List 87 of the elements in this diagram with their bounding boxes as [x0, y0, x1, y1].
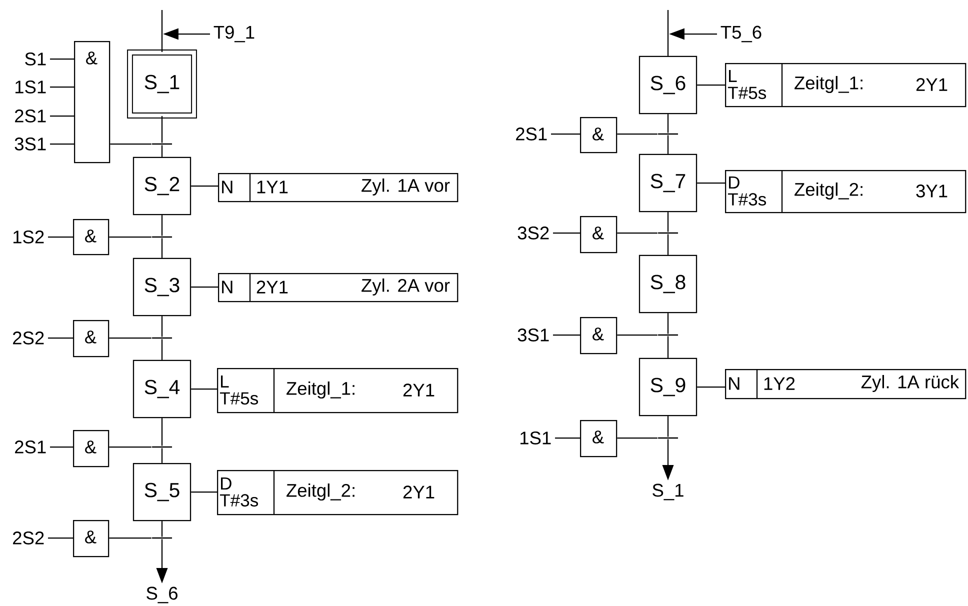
action-box: D T#3s Zeitgl_2: 2Y1 [217, 470, 458, 516]
signal-label: 2S1 [15, 110, 46, 122]
connector-line [667, 336, 669, 358]
action-box: L T#5s Zeitgl_1: 2Y1 [217, 368, 458, 414]
action-box: N 1Y1 Zyl. 1A vor [218, 173, 458, 202]
connector-line [697, 84, 725, 86]
and-gate: & [580, 420, 618, 458]
connector-line [191, 388, 217, 390]
step-box: S_7 [638, 154, 698, 212]
signal-label: 3S1 [518, 328, 549, 342]
connector-line [161, 238, 163, 258]
step-box: S_6 [638, 56, 698, 114]
step-box: S_9 [638, 358, 698, 416]
action-box: N 2Y1 Zyl. 2A vor [218, 273, 458, 302]
connector-line [109, 446, 152, 448]
step-box: S_5 [132, 462, 192, 522]
signal-label: 1S2 [14, 230, 44, 244]
signal-label: 3S1 [14, 138, 46, 150]
connector-line [555, 437, 580, 439]
connector-line [161, 418, 163, 446]
step-box: S_2 [132, 156, 192, 216]
signal-label: S1 [25, 52, 46, 66]
connector-line [191, 286, 218, 288]
initial-step-box: S_1 [127, 50, 197, 118]
connector-line [191, 185, 218, 187]
connector-line [667, 313, 669, 334]
action-box: D T#3s Zeitgl_2: 3Y1 [725, 170, 966, 214]
connector-line [161, 145, 163, 157]
connector-line [50, 115, 74, 117]
connector-line [109, 537, 152, 539]
step-reference: S_6 [146, 586, 178, 604]
and-gate: & [580, 216, 618, 254]
connector-line [161, 339, 163, 360]
connector-line [617, 437, 658, 439]
connector-line [553, 334, 580, 336]
signal-label: 2S2 [13, 332, 44, 344]
connector-line [667, 10, 669, 56]
connector-line [161, 316, 163, 337]
connector-line [161, 215, 163, 236]
step-box: S_4 [132, 360, 192, 418]
action-box: N 1Y2 Zyl. 1A rück [725, 369, 966, 400]
connector-line [617, 232, 658, 234]
and-gate: & [73, 520, 110, 558]
connector-line [191, 491, 217, 493]
signal-label: 2S1 [516, 128, 547, 140]
connector-line [697, 386, 725, 388]
connector-line [48, 236, 73, 238]
connector-line [667, 234, 669, 255]
connector-line [553, 232, 580, 234]
connector-line [50, 143, 74, 145]
transition-label: T5_6 [720, 26, 762, 42]
and-gate: & [73, 320, 110, 358]
connector-line [617, 334, 658, 336]
connector-line [551, 133, 580, 135]
connector-line [617, 133, 658, 135]
connector-line [667, 114, 669, 133]
signal-label: 3S2 [518, 226, 549, 240]
connector-line [50, 446, 73, 448]
and-gate: & [74, 41, 110, 164]
connector-line [48, 337, 73, 339]
signal-label: 2S2 [13, 532, 44, 544]
connector-line [161, 10, 163, 52]
connector-line [109, 236, 152, 238]
connector-line [110, 143, 152, 145]
and-gate: & [580, 317, 618, 354]
connector-line [50, 58, 74, 60]
connector-line [50, 86, 74, 88]
connector-line [697, 182, 725, 184]
connector-line [667, 212, 669, 232]
transition-label: T9_1 [214, 26, 254, 42]
signal-label: 2S1 [15, 440, 46, 454]
connector-line [161, 448, 163, 463]
step-reference: S_1 [652, 484, 684, 500]
connector-line [161, 521, 163, 537]
connector-line [161, 116, 163, 143]
connector-line [667, 135, 669, 154]
and-gate: & [73, 430, 110, 468]
step-box: S_3 [132, 258, 192, 316]
signal-label: 1S1 [16, 80, 46, 94]
action-box: L T#5s Zeitgl_1: 2Y1 [725, 63, 966, 108]
and-gate: & [580, 117, 618, 154]
step-box: S_8 [638, 254, 698, 314]
connector-line [109, 337, 152, 339]
and-gate: & [73, 219, 110, 256]
signal-label: 1S1 [520, 432, 551, 444]
connector-line [48, 537, 73, 539]
connector-line [667, 416, 669, 437]
